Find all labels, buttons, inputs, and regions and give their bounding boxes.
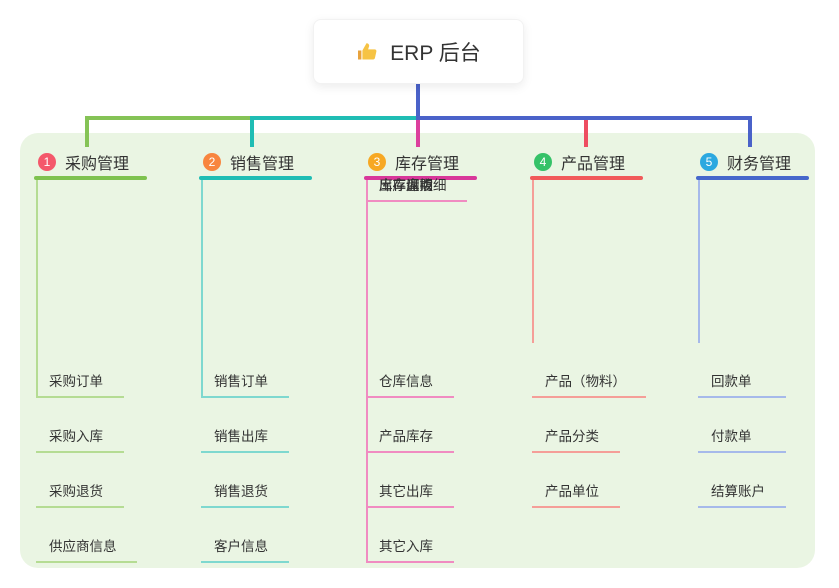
child-node[interactable]: 销售退货 <box>201 482 289 508</box>
branch-title: 产品管理 <box>561 156 626 173</box>
child-node[interactable]: 销售出库 <box>201 427 289 453</box>
child-node[interactable]: 付款单 <box>698 427 786 453</box>
branch-spine-line <box>366 180 368 563</box>
child-node[interactable]: 回款单 <box>698 372 786 398</box>
root-node[interactable]: ERP 后台 <box>313 19 524 84</box>
branch-header-purchase[interactable]: 1 采购管理 <box>34 148 184 176</box>
child-node[interactable]: 采购订单 <box>36 372 124 398</box>
child-node[interactable]: 供应商信息 <box>36 537 137 563</box>
child-node[interactable]: 其它出库 <box>366 482 454 508</box>
thumbs-up-icon <box>356 40 380 64</box>
branches-panel <box>20 133 815 568</box>
branch-header-sales[interactable]: 2 销售管理 <box>199 148 349 176</box>
connector-drop-inventory <box>416 120 420 147</box>
child-node[interactable]: 出库库明细 <box>366 176 467 202</box>
child-node[interactable]: 仓库信息 <box>366 372 454 398</box>
branch-underline <box>530 176 643 180</box>
branch-spine-line <box>36 180 38 398</box>
child-node[interactable]: 采购退货 <box>36 482 124 508</box>
root-title: ERP 后台 <box>390 41 481 65</box>
connector-horizontal-green <box>85 116 252 120</box>
branch-product: 4 产品管理 产品（物料） 产品分类 产品单位 <box>530 148 680 508</box>
child-node[interactable]: 产品分类 <box>532 427 620 453</box>
child-node[interactable]: 产品单位 <box>532 482 620 508</box>
branch-underline <box>34 176 147 180</box>
branch-spine-line <box>201 180 203 398</box>
branch-number-badge: 4 <box>534 153 552 171</box>
branch-number-badge: 1 <box>38 153 56 171</box>
connector-drop-product <box>584 120 588 147</box>
branch-number-badge: 2 <box>203 153 221 171</box>
branch-spine-line <box>532 180 534 343</box>
child-node[interactable]: 产品（物料） <box>532 372 646 398</box>
branch-underline <box>364 176 477 180</box>
branch-title: 销售管理 <box>230 156 295 173</box>
branch-underline <box>199 176 312 180</box>
branch-title: 财务管理 <box>727 156 792 173</box>
branch-sales: 2 销售管理 销售订单 销售出库 销售退货 客户信息 <box>199 148 349 563</box>
connector-drop-finance <box>748 116 752 147</box>
branch-number-badge: 5 <box>700 153 718 171</box>
branch-title: 采购管理 <box>65 156 130 173</box>
branch-header-inventory[interactable]: 3 库存管理 <box>364 148 514 176</box>
branch-number-badge: 3 <box>368 153 386 171</box>
child-node[interactable]: 销售订单 <box>201 372 289 398</box>
child-node[interactable]: 客户信息 <box>201 537 289 563</box>
child-node[interactable]: 产品库存 <box>366 427 454 453</box>
connector-drop-purchase <box>85 116 89 147</box>
child-node[interactable]: 采购入库 <box>36 427 124 453</box>
branch-inventory: 3 库存管理 仓库信息 产品库存 其它出库 其它入库 库存调拨 库存盘点 出库库… <box>364 148 514 563</box>
branch-header-product[interactable]: 4 产品管理 <box>530 148 680 176</box>
branch-title: 库存管理 <box>395 156 460 173</box>
child-node[interactable]: 其它入库 <box>366 537 454 563</box>
connector-root-vertical <box>416 82 420 118</box>
branch-header-finance[interactable]: 5 财务管理 <box>696 148 839 176</box>
branch-purchase: 1 采购管理 采购订单 采购入库 采购退货 供应商信息 <box>34 148 184 563</box>
branch-spine-line <box>698 180 700 343</box>
connector-horizontal-teal <box>250 116 418 120</box>
child-node[interactable]: 结算账户 <box>698 482 786 508</box>
connector-drop-sales <box>250 116 254 147</box>
branch-underline <box>696 176 809 180</box>
branch-finance: 5 财务管理 回款单 付款单 结算账户 <box>696 148 839 508</box>
connector-horizontal-blue <box>416 116 752 120</box>
